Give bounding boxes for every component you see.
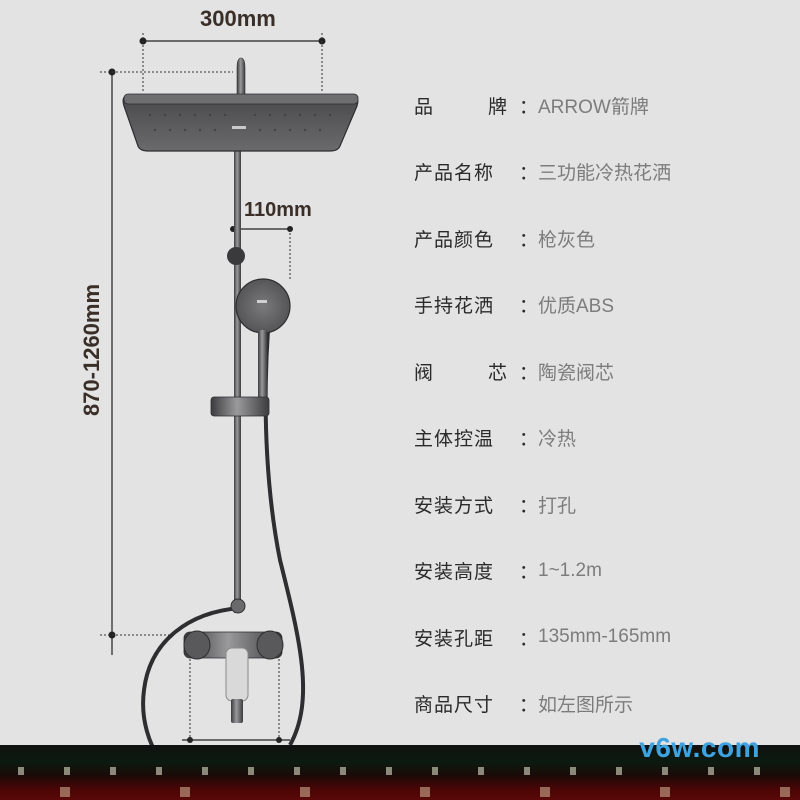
overhead-shower-head <box>122 93 359 152</box>
spec-row-installation-method: 安装方式： 打孔 <box>414 471 794 538</box>
riser-pipe <box>234 148 241 613</box>
spec-row-handshower: 手持花洒： 优质ABS <box>414 272 794 339</box>
spec-value-color: 枪灰色 <box>538 228 596 251</box>
spec-label: 手持花洒： <box>414 295 538 318</box>
spec-value-valve-core: 陶瓷阀芯 <box>538 361 615 384</box>
corrupted-footer-strip <box>0 745 800 800</box>
spec-value-handshower: 优质ABS <box>538 296 615 318</box>
wall-bracket <box>227 247 245 265</box>
spec-value-product-name: 三功能冷热花洒 <box>538 162 672 185</box>
hose <box>263 329 306 746</box>
spec-label: 品牌： <box>414 95 538 118</box>
spec-row-valve-core: 阀芯： 陶瓷阀芯 <box>414 338 794 405</box>
spec-row-color: 产品颜色： 枪灰色 <box>414 205 794 272</box>
spec-row-hole-spacing: 安装孔距： 135mm-165mm <box>414 604 794 671</box>
dimension-line-hole-spacing <box>182 655 290 743</box>
watermark: v6w.com <box>639 732 760 763</box>
spec-label: 阀芯： <box>414 361 538 384</box>
head-width-label: 300mm <box>200 6 276 31</box>
spec-label: 安装高度： <box>414 561 538 584</box>
spec-value-installation-method: 打孔 <box>538 494 577 517</box>
spec-row-product-name: 产品名称： 三功能冷热花洒 <box>414 139 794 206</box>
diverter-knob <box>230 598 246 614</box>
spec-value-temperature-control: 冷热 <box>538 428 577 451</box>
spec-value-brand: ARROW箭牌 <box>538 96 649 118</box>
spec-label: 主体控温： <box>414 428 538 451</box>
spec-label: 产品颜色： <box>414 228 538 251</box>
gooseneck <box>236 57 246 95</box>
handshower-offset-label: 110mm <box>244 199 312 221</box>
spec-row-product-size: 商品尺寸： 如左图所示 <box>414 671 794 738</box>
spec-value-product-size: 如左图所示 <box>538 694 634 717</box>
glitch-noise <box>0 745 800 800</box>
spec-row-brand: 品牌： ARROW箭牌 <box>414 72 794 139</box>
spec-label: 商品尺寸： <box>414 694 538 717</box>
dimension-line-300mm <box>139 33 326 92</box>
mixer-valve <box>183 630 284 723</box>
spec-label: 产品名称： <box>414 162 538 185</box>
spec-label: 安装方式： <box>414 494 538 517</box>
spec-value-installation-height: 1~1.2m <box>538 559 602 581</box>
hose-lower <box>141 606 241 762</box>
dimension-line-height <box>100 68 233 655</box>
spec-row-installation-height: 安装高度： 1~1.2m <box>414 538 794 605</box>
spec-label: 安装孔距： <box>414 627 538 650</box>
slider-holder <box>210 396 270 417</box>
spec-table: 品牌： ARROW箭牌 产品名称： 三功能冷热花洒 产品颜色： 枪灰色 手持花洒… <box>414 72 794 737</box>
hand-shower <box>235 278 291 402</box>
spec-value-hole-spacing: 135mm-165mm <box>538 626 672 648</box>
spec-row-temperature-control: 主体控温： 冷热 <box>414 405 794 472</box>
height-range-label: 870-1260mm <box>79 283 104 417</box>
